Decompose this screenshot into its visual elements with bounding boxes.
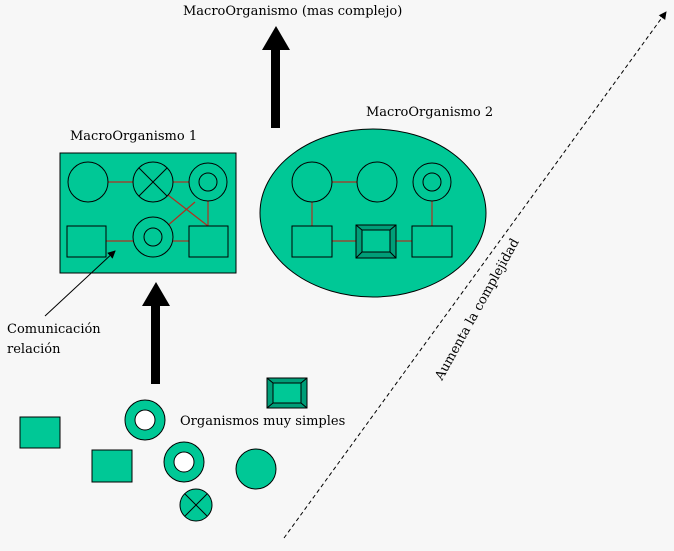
macro1-links (106, 181, 209, 242)
macro-organism-2 (259, 128, 487, 298)
comm-pointer-arrow (44, 250, 116, 317)
square-icon (91, 449, 133, 483)
upward-arrow-bottom (142, 282, 170, 384)
circle-icon (67, 161, 109, 203)
circle-icon (291, 161, 333, 203)
ring-icon (132, 216, 174, 258)
ring-icon (124, 399, 166, 441)
circle-icon (235, 448, 277, 490)
simple-organisms (19, 377, 308, 522)
square-icon (188, 225, 229, 258)
beveled-square-icon (355, 224, 397, 259)
ring-icon (412, 162, 452, 202)
complexity-dashed-arrow (283, 11, 667, 539)
macro2-title: MacroOrganismo 2 (366, 105, 493, 120)
macro1-title: MacroOrganismo 1 (70, 129, 197, 144)
square-icon (291, 225, 333, 258)
circle-icon (356, 161, 398, 203)
crossed-circle-icon (132, 161, 174, 203)
square-icon (19, 416, 61, 449)
macro2-links (311, 181, 433, 242)
square-icon (66, 225, 107, 258)
ring-icon (163, 441, 205, 483)
top-title: MacroOrganismo (mas complejo) (183, 4, 402, 19)
upward-arrow-top (262, 26, 290, 128)
beveled-square-icon (266, 377, 308, 409)
simple-label: Organismos muy simples (180, 414, 345, 429)
comm-label-line1: Comunicación (7, 322, 101, 337)
ring-icon (188, 162, 228, 202)
crossed-circle-icon (179, 488, 213, 522)
square-icon (411, 225, 453, 258)
comm-label-line2: relación (7, 342, 61, 357)
macro-organism-1 (59, 152, 237, 274)
